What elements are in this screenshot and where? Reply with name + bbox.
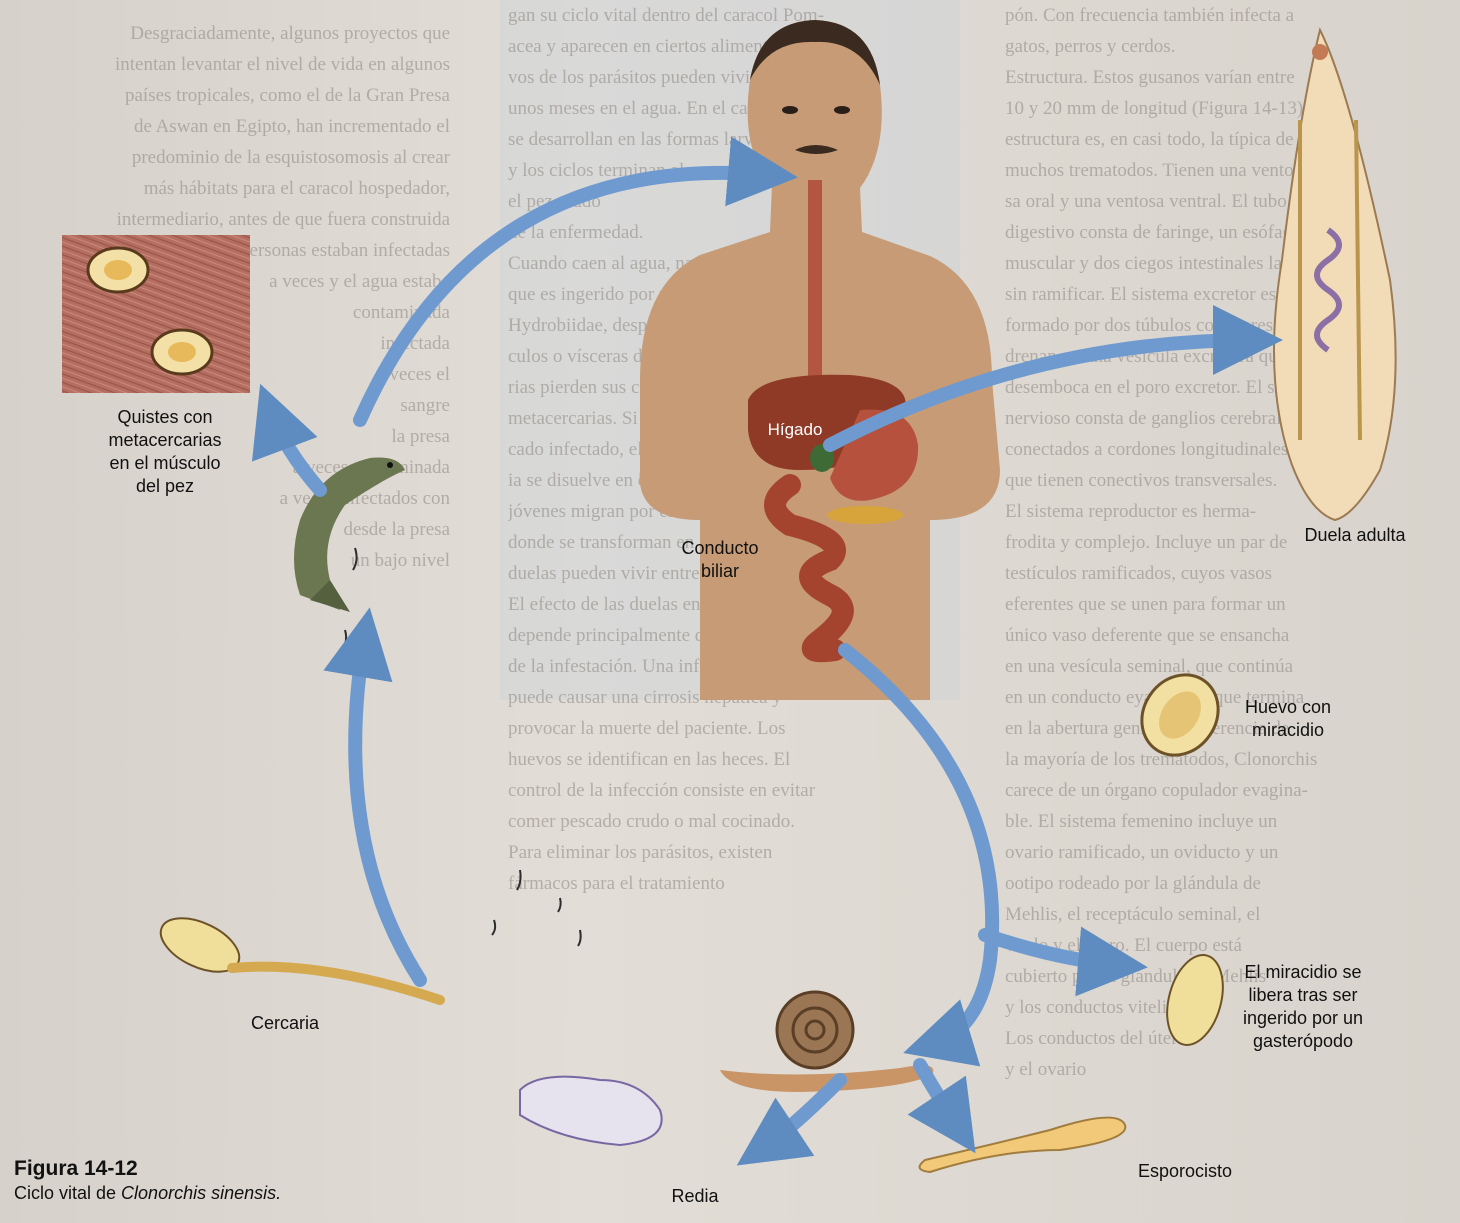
label-quistes: Quistes con metacercarias en el músculo … xyxy=(75,406,255,498)
arrow-cercaria-to-fish xyxy=(355,635,420,980)
arrow-snail-to-sporocyst xyxy=(920,1065,960,1130)
fish-muscle-sample xyxy=(62,235,250,393)
arrow-intestine-to-egg xyxy=(845,650,992,1045)
label-miracidio-liberado: El miracidio se libera tras ser ingerido… xyxy=(1228,961,1378,1053)
label-duela-adulta: Duela adulta xyxy=(1275,524,1435,547)
arrow-fish-to-cysts xyxy=(270,410,320,490)
arrow-egg-to-miracidium xyxy=(985,935,1120,965)
esophagus xyxy=(808,180,822,380)
miracidium-icon xyxy=(1158,949,1232,1051)
figure-caption: Figura 14-12 Ciclo vital de Clonorchis s… xyxy=(14,1156,281,1204)
label-cercaria: Cercaria xyxy=(230,1012,340,1035)
figure-title: Ciclo vital de Clonorchis sinensis. xyxy=(14,1182,281,1204)
label-redia: Redia xyxy=(660,1185,730,1208)
pancreas-icon xyxy=(827,506,903,524)
adult-fluke-icon xyxy=(1274,30,1396,520)
label-higado: Hígado xyxy=(755,418,835,441)
redia-icon xyxy=(520,1077,662,1145)
figure-number: Figura 14-12 xyxy=(14,1156,281,1182)
label-huevo: Huevo con miracidio xyxy=(1218,696,1358,742)
snail-icon xyxy=(720,992,933,1092)
label-conducto-biliar: Conducto biliar xyxy=(660,537,780,583)
label-esporocisto: Esporocisto xyxy=(1115,1160,1255,1183)
